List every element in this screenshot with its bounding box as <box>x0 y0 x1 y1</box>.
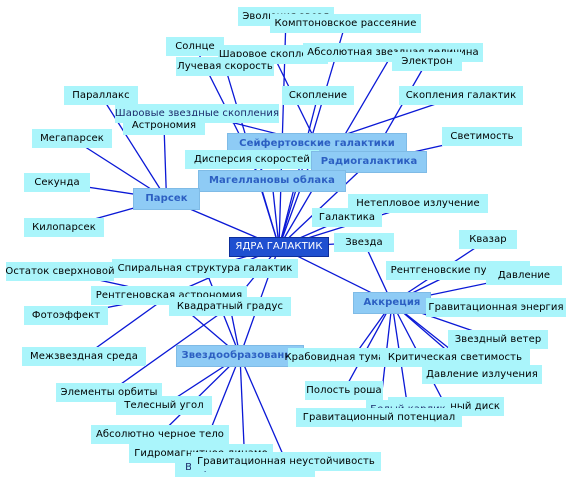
node-critical-luminosity[interactable]: Критическая светимость <box>380 348 530 367</box>
node-star[interactable]: Звезда <box>334 233 394 252</box>
node-luminosity[interactable]: Светимость <box>442 127 522 146</box>
node-compton-scattering[interactable]: Комптоновское рассеяние <box>270 14 421 33</box>
node-magellanic-clouds[interactable]: Магеллановы облака <box>198 170 346 192</box>
node-nonthermal-radiation[interactable]: Нетепловое излучение <box>348 194 488 213</box>
node-gravitational-instability[interactable]: Гравитационная неустойчивость <box>191 452 381 471</box>
node-megaparsec[interactable]: Мегапарсек <box>32 129 112 148</box>
node-quasar[interactable]: Квазар <box>459 230 517 249</box>
node-gravitational-energy[interactable]: Гравитационная энергия <box>426 298 566 317</box>
node-second[interactable]: Секунда <box>24 173 90 192</box>
node-gravitational-potential[interactable]: Гравитационный потенциал <box>296 408 462 427</box>
node-square-degree[interactable]: Квадратный градус <box>169 297 291 316</box>
node-galactic-nuclei-root[interactable]: ЯДРА ГАЛАКТИК <box>229 237 329 257</box>
node-pressure[interactable]: Давление <box>486 266 562 285</box>
node-photoeffect[interactable]: Фотоэффект <box>24 306 108 325</box>
node-cluster[interactable]: Скопление <box>282 86 354 105</box>
edge-n26-n31 <box>83 294 170 358</box>
node-roche-lobe[interactable]: Полость роша <box>305 381 383 400</box>
node-radiation-pressure[interactable]: Давление излучения <box>422 365 542 384</box>
node-galaxy-clusters[interactable]: Скопления галактик <box>399 86 523 105</box>
node-sun[interactable]: Солнце <box>166 37 224 56</box>
edge-hub_starform-n43 <box>239 355 287 462</box>
edge-root-hub_radio <box>278 161 370 248</box>
node-parallax[interactable]: Параллакс <box>64 86 138 105</box>
node-galaxy[interactable]: Галактика <box>312 208 382 227</box>
node-stellar-wind[interactable]: Звездный ветер <box>448 330 548 349</box>
node-radial-velocity[interactable]: Лучевая скорость <box>176 57 274 76</box>
edge-hub_parsec-n08 <box>100 95 168 200</box>
edge-root-hub_magellan <box>271 180 280 248</box>
node-blackbody[interactable]: Абсолютно черное тело <box>91 425 229 444</box>
node-astronomy[interactable]: Астрономия <box>123 116 205 135</box>
edge-hub_parsec-n12 <box>163 125 168 200</box>
node-supernova-remnant[interactable]: Остаток сверхновой <box>5 262 115 281</box>
edge-n28-n35 <box>108 305 231 394</box>
node-interstellar-medium[interactable]: Межзвездная среда <box>22 347 146 366</box>
edge-hub_accretion-n36 <box>343 302 393 391</box>
node-radio-galaxy[interactable]: Радиогалактика <box>311 151 427 173</box>
node-kiloparsec[interactable]: Килопарсек <box>24 218 104 237</box>
node-parsec[interactable]: Парсек <box>133 188 200 210</box>
node-spiral-structure[interactable]: Спиральная структура галактик <box>112 259 298 278</box>
node-electron[interactable]: Электрон <box>392 52 462 71</box>
edge-hub_starform-n41 <box>159 355 241 435</box>
node-solid-angle[interactable]: Телесный угол <box>116 396 212 415</box>
node-velocity-dispersion[interactable]: Дисперсия скоростей <box>185 150 319 169</box>
node-accretion[interactable]: Аккреция <box>353 292 431 314</box>
